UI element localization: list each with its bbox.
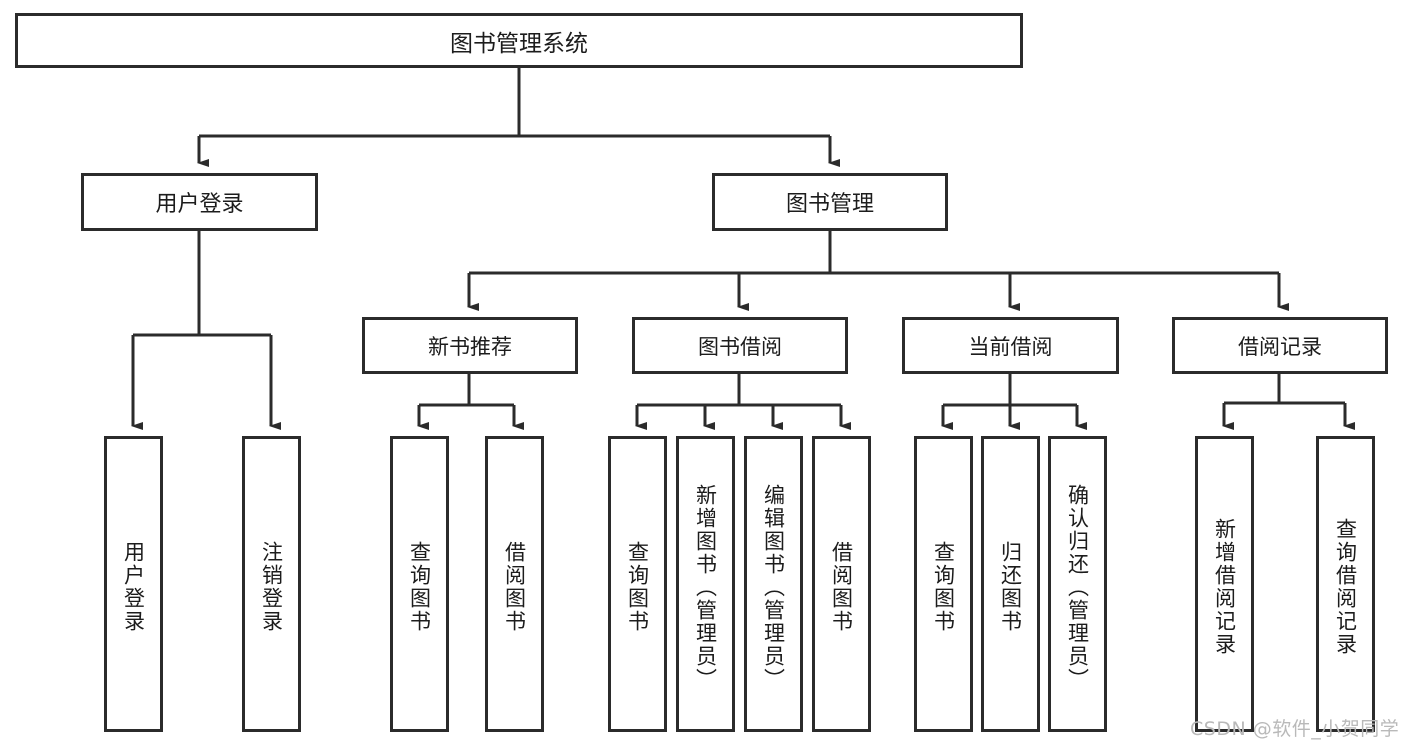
leaf-recommend-query-book[interactable]: 查询图书 [390,436,449,732]
leaf-borrow-borrow-book[interactable]: 借阅图书 [812,436,871,732]
leaf-borrow-edit-book-admin[interactable]: 编辑图书（管理员） [744,436,803,732]
leaf-records-add-record[interactable]: 新增借阅记录 [1195,436,1254,732]
leaf-borrow-add-book-admin[interactable]: 新增图书（管理员） [676,436,735,732]
leaf-user-login-signin[interactable]: 用户登录 [104,436,163,732]
leaf-current-query-book[interactable]: 查询图书 [914,436,973,732]
leaf-current-return-book[interactable]: 归还图书 [981,436,1040,732]
node-label: 用户登录 [155,192,244,217]
csdn-watermark: CSDN @软件_小贺同学 [1190,718,1400,740]
node-label: 新增图书（管理员） [693,483,718,691]
leaf-user-login-signout[interactable]: 注销登录 [242,436,301,732]
node-label: 借阅图书 [829,541,854,633]
node-user-login[interactable]: 用户登录 [81,173,318,231]
node-label: 归还图书 [998,541,1023,633]
leaf-records-query-record[interactable]: 查询借阅记录 [1316,436,1375,732]
node-label: 新书推荐 [428,334,512,359]
node-new-book-recommend[interactable]: 新书推荐 [362,317,578,374]
node-label: 借阅记录 [1238,334,1322,359]
node-borrow-records[interactable]: 借阅记录 [1172,317,1388,374]
node-label: 新增借阅记录 [1212,518,1237,656]
node-label: 图书管理 [785,192,874,217]
node-label: 查询图书 [625,541,650,633]
node-root-library-system[interactable]: 图书管理系统 [15,13,1023,68]
node-label: 用户登录 [121,541,146,633]
node-label: 图书借阅 [698,334,782,359]
node-current-borrow[interactable]: 当前借阅 [902,317,1119,374]
leaf-recommend-borrow-book[interactable]: 借阅图书 [485,436,544,732]
node-label: 借阅图书 [502,541,527,633]
node-label: 查询借阅记录 [1333,518,1358,656]
node-label: 当前借阅 [968,334,1053,359]
node-book-management[interactable]: 图书管理 [712,173,948,231]
node-label: 注销登录 [259,541,284,633]
node-label: 确认归还（管理员） [1065,483,1090,691]
node-label: 查询图书 [407,541,432,633]
node-book-borrow[interactable]: 图书借阅 [632,317,848,374]
leaf-borrow-query-book[interactable]: 查询图书 [608,436,667,732]
leaf-current-confirm-return-admin[interactable]: 确认归还（管理员） [1048,436,1107,732]
node-label: 图书管理系统 [450,30,588,57]
node-label: 编辑图书（管理员） [761,483,786,691]
node-label: 查询图书 [931,541,956,633]
